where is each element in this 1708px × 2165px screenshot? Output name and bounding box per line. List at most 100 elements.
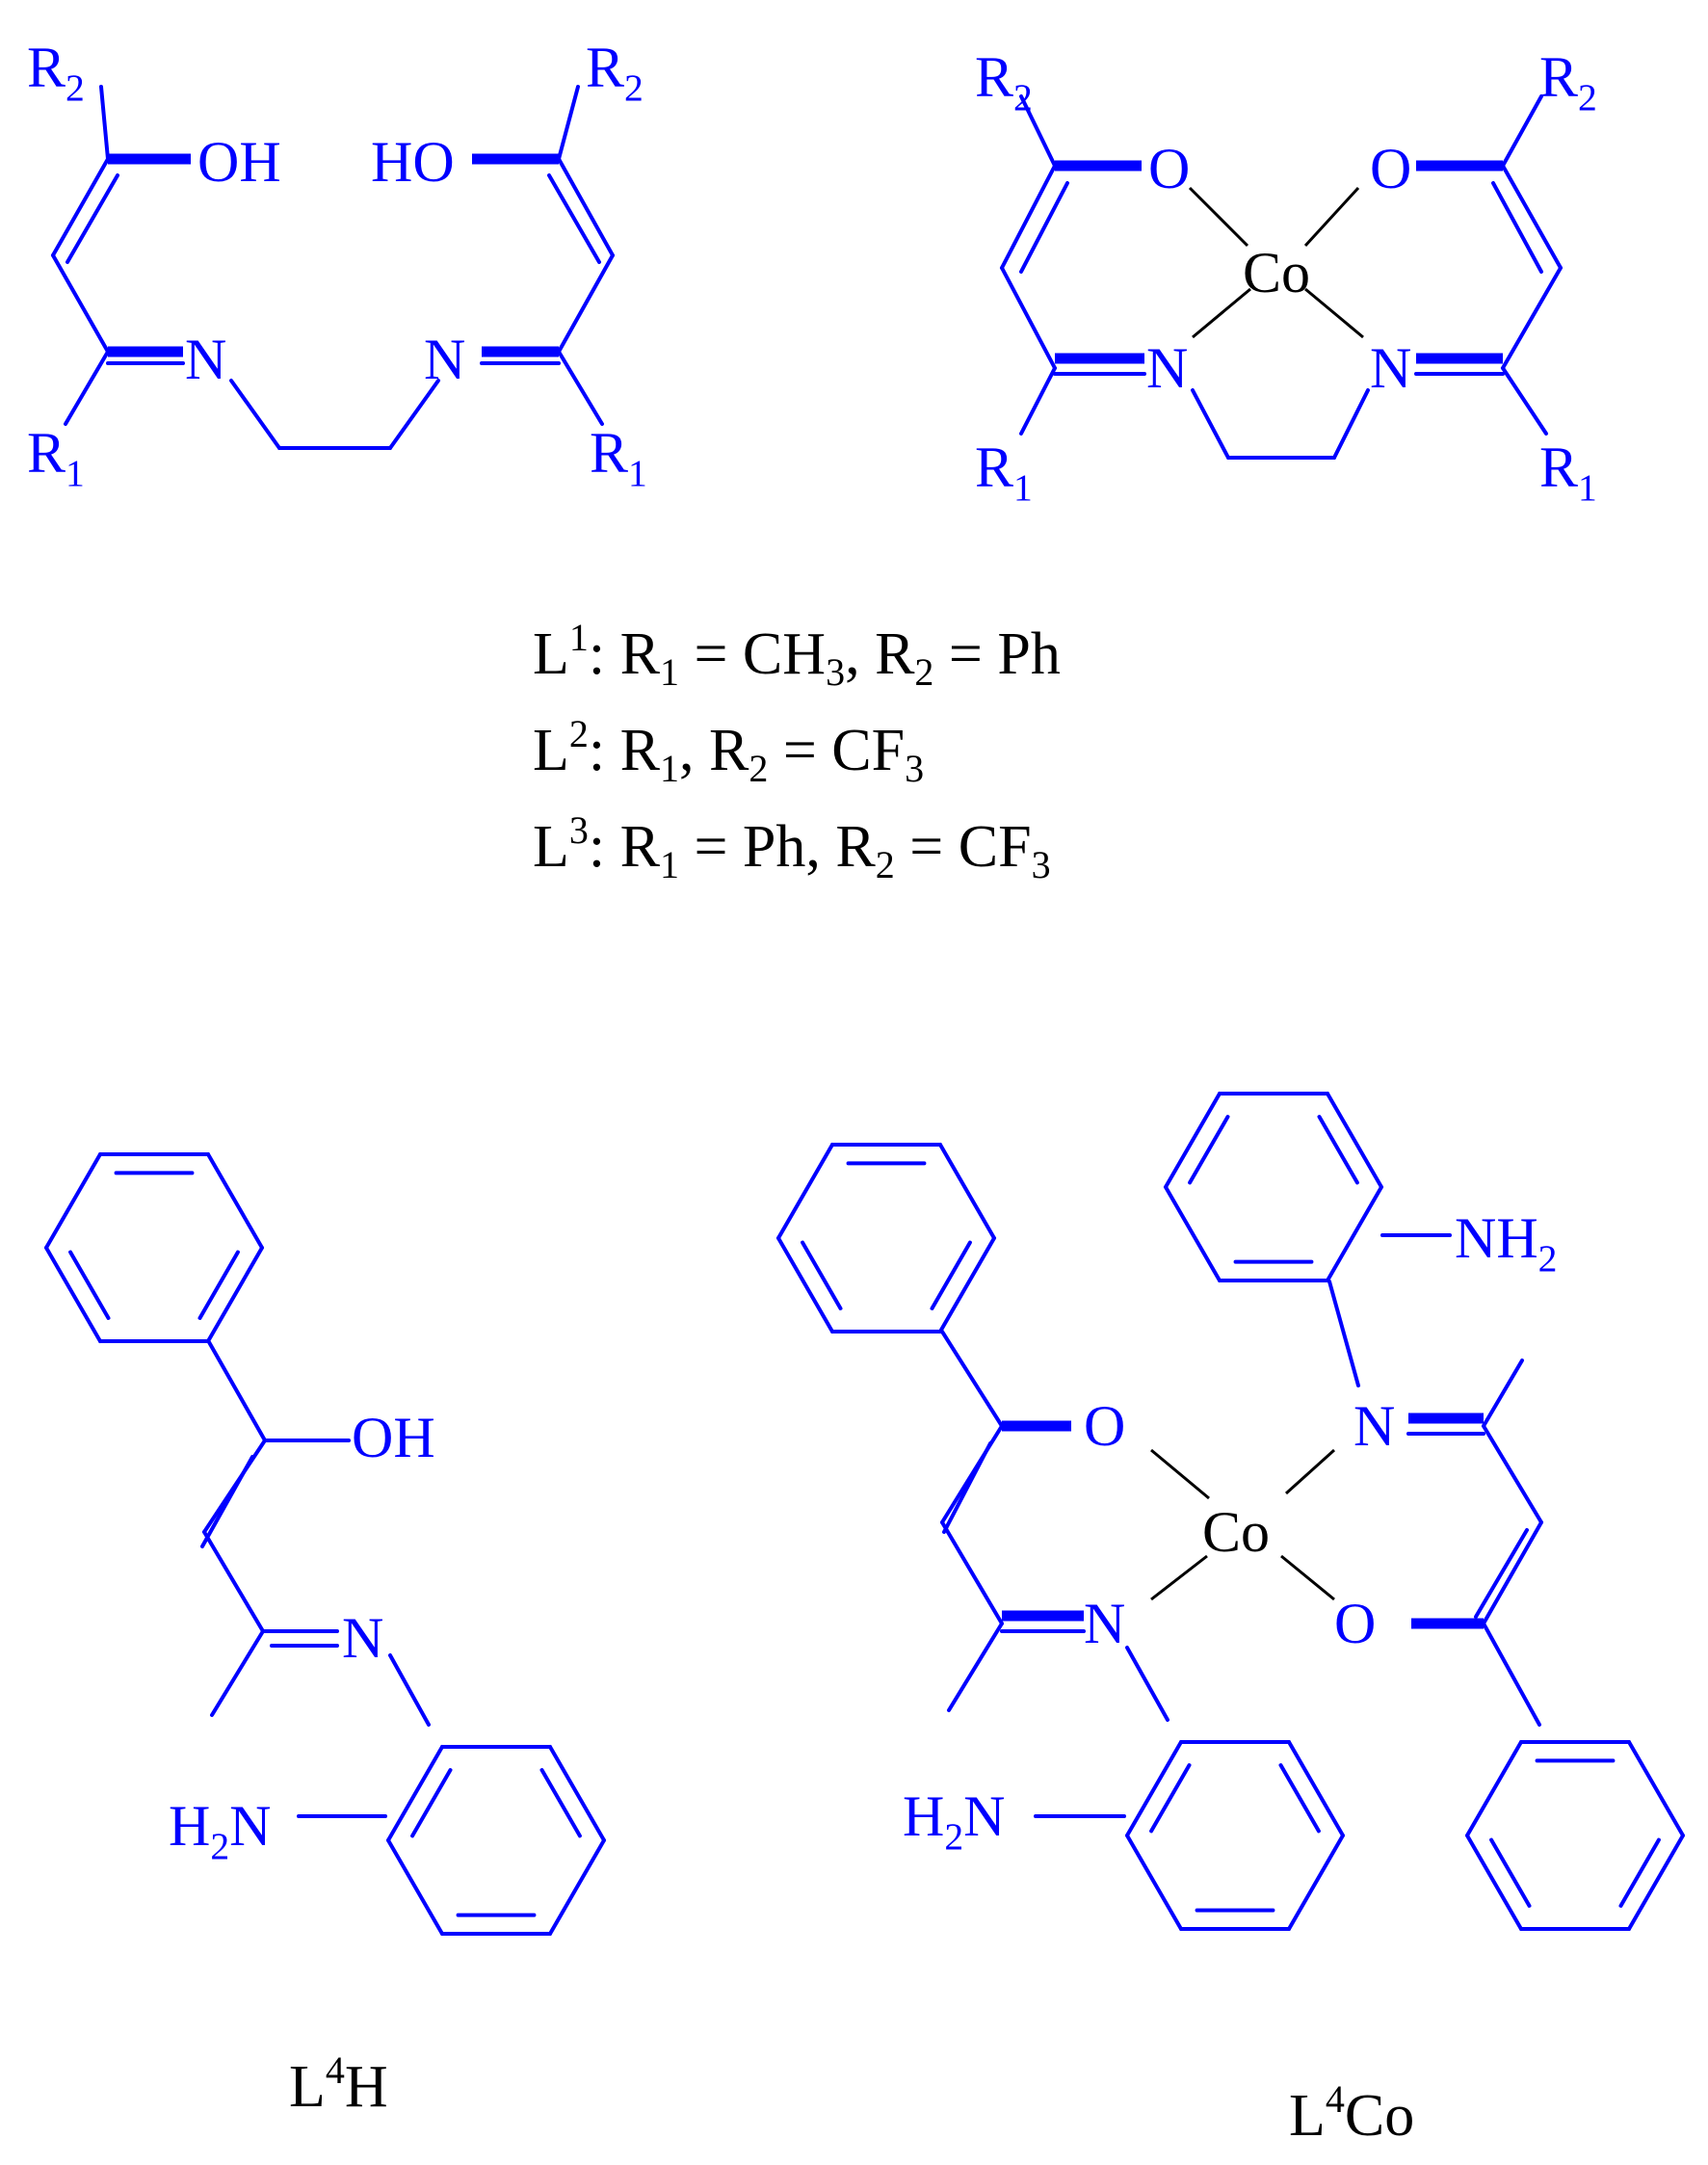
bond-line <box>1125 1646 1169 1722</box>
bond-line <box>1482 1622 1541 1727</box>
caption-l4h: L4H <box>289 2048 388 2120</box>
l4co-o-upper: O <box>1084 1394 1125 1458</box>
bond-line <box>1192 287 1251 339</box>
bond-line <box>1000 266 1057 370</box>
phenyl-ring-upper-left-inner <box>801 1240 843 1310</box>
bond-line <box>1501 366 1548 436</box>
substituent-r1-left: R1 <box>27 421 85 494</box>
definition-line-2: L2: R1, R2 = CF3 <box>533 712 925 790</box>
l4co-n-lower: N <box>1084 1592 1125 1655</box>
bond-line <box>99 85 110 161</box>
phenyl-ring-lower-right-inner <box>1618 1837 1661 1908</box>
complex-r2-left: R2 <box>975 45 1033 119</box>
aminophenyl-ring-l4h-inner <box>539 1768 582 1838</box>
aminophenyl-ring-l4h-inner <box>410 1768 453 1838</box>
complex-r2-right: R2 <box>1539 45 1597 119</box>
phenyl-ring-upper-left-inner <box>930 1240 972 1310</box>
cobalt-center-l4co: Co <box>1202 1500 1270 1564</box>
complex-o-left: O <box>1148 137 1190 200</box>
substituent-r2-right: R2 <box>586 36 644 109</box>
phenyl-ring-l4h-inner <box>197 1250 240 1320</box>
bond-line <box>1150 1554 1208 1601</box>
caption-l4co: L4Co <box>1289 2077 1415 2149</box>
bond-line <box>940 1330 1004 1428</box>
bond-line <box>202 1530 265 1633</box>
bond-line <box>200 1455 254 1548</box>
aminophenyl-ring-lower-edge <box>1125 1834 1183 1931</box>
hydroxyl-right: HO <box>371 130 455 194</box>
bond-line <box>229 379 281 450</box>
aminophenyl-ring-upper-edge <box>1326 1092 1383 1189</box>
bond-line <box>1491 181 1543 274</box>
aminophenyl-ring-l4h-edge <box>548 1745 606 1842</box>
bond-line <box>210 1629 265 1717</box>
bond-line <box>1019 94 1057 168</box>
phenyl-ring-lower-right-edge <box>1465 1834 1523 1931</box>
phenyl-ring-l4h-edge <box>44 1246 102 1343</box>
bond-line <box>947 1622 1004 1712</box>
aminophenyl-ring-l4h-edge <box>548 1838 606 1936</box>
bond-line <box>207 1340 267 1442</box>
phenyl-ring-upper-left-edge <box>938 1236 996 1333</box>
bond-line <box>557 157 615 257</box>
imine-n-right: N <box>424 328 465 391</box>
bond-line <box>1304 287 1364 339</box>
complex-r1-left: R1 <box>975 436 1033 509</box>
bond-line <box>1019 366 1057 436</box>
complex-n-right: N <box>1370 336 1411 400</box>
bond-line <box>1150 1448 1210 1500</box>
bond-line <box>942 1441 992 1534</box>
bond-line <box>1332 388 1370 460</box>
phenyl-ring-l4h-edge <box>44 1152 102 1250</box>
definition-line-1: L1: R1 = CH3, R2 = Ph <box>533 616 1061 694</box>
amine-l4co-left: H2N <box>903 1784 1005 1858</box>
l4co-o-lower: O <box>1334 1592 1376 1655</box>
bond-line <box>388 379 440 450</box>
bold-bonds <box>108 153 1503 1629</box>
bond-line <box>51 157 110 257</box>
aminophenyl-ring-upper-edge <box>1164 1092 1222 1189</box>
bond-line <box>940 1520 1004 1625</box>
hydroxyl-l4h: OH <box>352 1406 435 1469</box>
bond-line <box>1501 94 1543 168</box>
aminophenyl-ring-upper-inner <box>1188 1115 1230 1185</box>
aminophenyl-ring-upper-inner <box>1317 1115 1359 1185</box>
aminophenyl-ring-lower-edge <box>1125 1740 1183 1837</box>
aminophenyl-ring-lower-edge <box>1287 1740 1345 1837</box>
bond-line <box>51 253 110 354</box>
aminophenyl-ring-lower-edge <box>1287 1834 1345 1931</box>
complex-r1-right: R1 <box>1539 436 1597 509</box>
phenyl-ring-upper-left-edge <box>776 1236 834 1333</box>
bond-line <box>1501 266 1563 370</box>
complex-o-right: O <box>1370 137 1411 200</box>
phenyl-ring-l4h-edge <box>206 1152 264 1250</box>
phenyl-ring-lower-right-edge <box>1627 1740 1685 1837</box>
bond-line <box>1482 1520 1543 1625</box>
bond-line <box>1188 186 1249 248</box>
bond-line <box>1482 1424 1543 1524</box>
bond-line <box>1482 1359 1524 1428</box>
l4co-n-upper: N <box>1353 1394 1395 1458</box>
bond-line <box>1327 1280 1360 1387</box>
bond-line <box>1501 164 1563 270</box>
coordination-bonds <box>1150 186 1364 1601</box>
bond-line <box>1019 181 1069 274</box>
bond-line <box>1000 164 1057 270</box>
imine-n-l4h: N <box>342 1606 383 1670</box>
bond-line <box>1303 186 1360 248</box>
imine-n-left: N <box>185 328 226 391</box>
amine-l4h: H2N <box>169 1794 271 1867</box>
phenyl-ring-lower-right-inner <box>1489 1837 1532 1908</box>
bond-line <box>66 173 119 264</box>
cobalt-center: Co <box>1243 241 1310 304</box>
definition-line-3: L3: R1 = Ph, R2 = CF3 <box>533 808 1051 886</box>
substituent-r1-right: R1 <box>590 421 647 494</box>
bond-line <box>1474 1528 1529 1619</box>
bond-lines <box>44 85 1685 1936</box>
aminophenyl-ring-l4h-edge <box>386 1838 444 1936</box>
phenyl-ring-upper-left-edge <box>776 1143 834 1240</box>
bond-line <box>557 350 604 426</box>
bond-line <box>1284 1448 1336 1495</box>
